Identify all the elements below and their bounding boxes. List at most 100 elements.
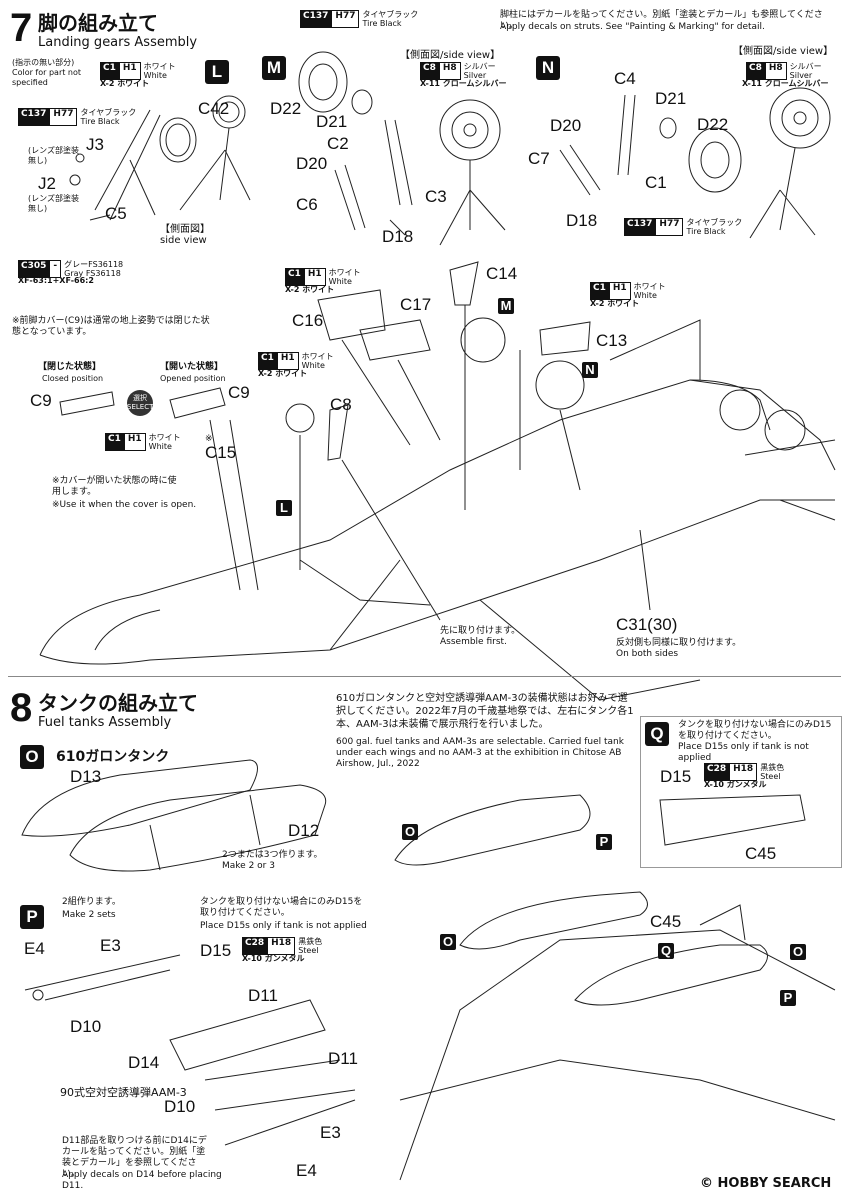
part-e4-top: E4: [24, 939, 45, 958]
badge-m: M: [262, 56, 286, 80]
badge-o-small-3: O: [790, 944, 806, 960]
part-c16: C16: [292, 311, 324, 330]
part-c1: C1: [645, 173, 667, 192]
badge-o-small-1: O: [402, 824, 418, 840]
paint-sub-c8-m: X-11 クロームシルバー: [420, 79, 507, 88]
paint-sub-c1-c9: X-2 ホワイト: [258, 369, 308, 378]
unspecified-note-jp: (指示の無い部分): [12, 58, 75, 67]
paint-sub-c28-q: X-10 ガンメタル: [704, 780, 767, 789]
step-8-intro-en: 600 gal. fuel tanks and AAM-3s are selec…: [336, 737, 624, 769]
badge-o-small-2: O: [440, 934, 456, 950]
closed-position-en: Closed position: [42, 374, 104, 383]
part-c31: C31(30): [616, 615, 678, 634]
part-c2: C2: [327, 134, 349, 153]
option-q-note-en: Place D15s only if tank is not applied: [678, 742, 809, 763]
side-view-label-n: 【側面図/side view】: [733, 46, 834, 57]
part-c15: C15: [205, 443, 237, 462]
part-d22-m: D22: [270, 99, 302, 118]
part-d10-top: D10: [70, 1017, 102, 1036]
asterisk-mark: ※: [205, 434, 213, 444]
option-q-frame: [640, 716, 842, 868]
part-d10-bottom: D10: [164, 1097, 196, 1116]
badge-p-small-2: P: [780, 990, 796, 1006]
badge-m-small: M: [498, 298, 514, 314]
part-c8: C8: [330, 395, 352, 414]
assemble-first-en: Assemble first.: [440, 637, 507, 647]
part-d13: D13: [70, 767, 102, 786]
step-divider: [8, 676, 841, 677]
badge-q: Q: [645, 722, 669, 746]
step-8-number: 8: [10, 686, 33, 730]
part-j3: J3: [86, 135, 104, 154]
logo-text: HOBBY SEARCH: [717, 1176, 832, 1191]
part-c45-main: C45: [650, 912, 682, 931]
decal-note-jp: D11部品を取りつける前にD14にデカールを貼ってください。別紙「塗装とデカール…: [62, 1136, 207, 1179]
part-d11-bottom: D11: [328, 1049, 358, 1068]
part-d11-top: D11: [248, 986, 278, 1005]
part-d20-m: D20: [296, 154, 328, 173]
part-c7: C7: [528, 149, 550, 168]
cover-open-note-jp: ※カバーが開いた状態の時に使用します。: [52, 476, 177, 497]
paint-sub-c1-left: X-2 ホワイト: [100, 79, 150, 88]
badge-n: N: [536, 56, 560, 80]
make-2-sets-jp: 2組作ります。: [62, 897, 121, 907]
paint-code: C1: [100, 62, 119, 80]
aam3-label: 90式空対空誘導弾AAM-3: [60, 1086, 187, 1099]
part-c6: C6: [296, 195, 318, 214]
both-sides-jp: 反対側も同様に取り付けます。: [616, 638, 742, 648]
part-c17: C17: [400, 295, 432, 314]
opened-position-jp: 【開いた状態】: [160, 362, 224, 372]
tank-d13-drawing: [21, 759, 258, 837]
cover-open-note-en: ※Use it when the cover is open.: [52, 500, 197, 510]
badge-p: P: [20, 905, 44, 929]
part-d21-n: D21: [655, 89, 687, 108]
badge-p-small-1: P: [596, 834, 612, 850]
no-tank-note-en: Place D15s only if tank is not applied: [200, 921, 367, 931]
step-7-number: 7: [10, 6, 33, 50]
part-d15-p: D15: [200, 941, 232, 960]
badge-q-small: Q: [658, 943, 674, 959]
part-c3: C3: [425, 187, 447, 206]
both-sides-en: On both sides: [616, 649, 679, 659]
assemble-first-jp: 先に取り付けます。: [440, 626, 521, 636]
tank-label: 610ガロンタンク: [56, 749, 170, 765]
decal-note-en: Apply decals on D14 before placing D11.: [62, 1170, 222, 1191]
closed-position-jp: 【閉じた状態】: [38, 362, 102, 372]
step-8-title-jp: タンクの組み立て: [38, 691, 198, 715]
side-view-label-m: 【側面図/side view】: [400, 50, 501, 61]
n-gear-drawing: [559, 94, 742, 196]
part-d15-q: D15: [660, 767, 692, 786]
make-2-3-en: Make 2 or 3: [222, 861, 275, 871]
paint-sub-c8-n: X-11 クロームシルバー: [742, 79, 829, 88]
lens-note-j2: (レンズ部塗装無し): [28, 194, 79, 213]
part-d21-m: D21: [316, 112, 348, 131]
m-gear-side-view-drawing: [439, 99, 506, 246]
badge-o: O: [20, 745, 44, 769]
paint-code-secondary: H1: [118, 62, 141, 80]
unspecified-note-en: Color for part not specified: [12, 68, 82, 87]
hobby-search-logo: © HOBBY SEARCH: [700, 1176, 831, 1191]
step8-aircraft-drawing: [394, 794, 836, 1181]
left-gear-drawing: [69, 109, 197, 221]
gear-doors-drawing: [59, 261, 591, 461]
part-e3-top: E3: [100, 936, 121, 955]
part-e3-bottom: E3: [320, 1123, 341, 1142]
part-c13: C13: [596, 331, 628, 350]
step-7-title-en: Landing gears Assembly: [38, 35, 198, 50]
part-c9-closed: C9: [30, 391, 52, 410]
badge-l-small: L: [276, 500, 292, 516]
part-c14: C14: [486, 264, 518, 283]
paint-sub-c28-p: X-10 ガンメタル: [242, 954, 305, 963]
